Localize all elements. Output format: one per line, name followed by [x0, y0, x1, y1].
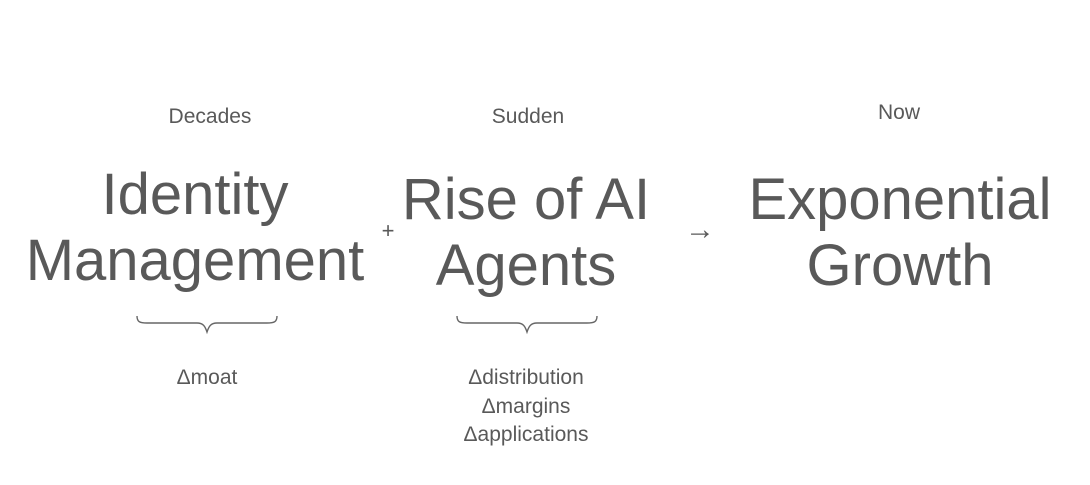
- title-identity-management: Identity Management: [15, 162, 375, 294]
- arrow-operator: →: [685, 213, 715, 246]
- note-margins: Δmargins: [481, 394, 571, 418]
- title-exponential-growth: Exponential Growth: [735, 167, 1065, 299]
- note-applications: Δapplications: [463, 423, 589, 446]
- curly-brace-2: [456, 315, 598, 335]
- title-line-1: Rise of AI: [401, 167, 651, 232]
- title-line-1: Identity: [101, 162, 289, 227]
- label-decades: Decades: [168, 105, 252, 128]
- label-now: Now: [877, 101, 920, 124]
- notes-column-2: Δdistribution Δmargins Δapplications: [426, 364, 626, 450]
- note-moat: Δmoat: [176, 366, 238, 389]
- title-line-2: Agents: [435, 233, 617, 298]
- title-rise-of-ai-agents: Rise of AI Agents: [376, 167, 676, 299]
- note-distribution: Δdistribution: [468, 366, 584, 389]
- title-line-2: Management: [25, 228, 365, 293]
- plus-operator: +: [381, 218, 395, 243]
- curly-brace-1: [136, 315, 278, 335]
- notes-column-1: Δmoat: [107, 364, 307, 393]
- label-sudden: Sudden: [491, 105, 565, 128]
- title-line-2: Growth: [806, 233, 994, 298]
- title-line-1: Exponential: [748, 167, 1052, 232]
